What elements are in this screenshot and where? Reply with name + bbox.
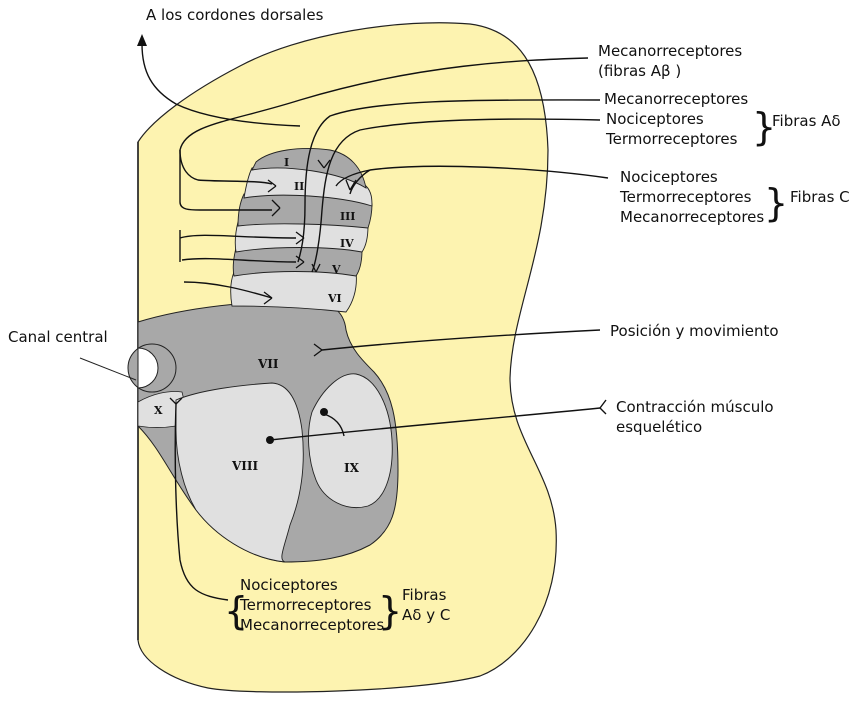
label-adelta-thermo: Termorreceptores: [605, 130, 738, 148]
lamina-viii-label: VIII: [231, 459, 259, 473]
label-bottom-mechano: Mecanorreceptores: [240, 616, 384, 634]
lamina-ix-label: IX: [344, 461, 360, 475]
label-bottom-thermo: Termorreceptores: [239, 596, 372, 614]
label-c-thermo: Termorreceptores: [619, 188, 752, 206]
lamina-vii-label: VII: [257, 357, 279, 371]
label-adelta-noci: Nociceptores: [606, 110, 704, 128]
lamina-ii-label: II: [294, 180, 304, 193]
lamina-v-label: V: [331, 263, 341, 276]
label-central-canal: Canal central: [8, 328, 108, 346]
label-position-movement: Posición y movimiento: [610, 322, 779, 340]
lamina-x-label: X: [154, 404, 163, 417]
lamina-viii-neuron: [266, 436, 274, 444]
lamina-i-label: I: [284, 156, 289, 169]
lamina-ix-neuron: [320, 408, 328, 416]
label-adelta-mechano: Mecanorreceptores: [604, 90, 748, 108]
label-bottom-group-2: Aδ y C: [402, 606, 450, 624]
brace-bottom-right: }: [378, 589, 402, 633]
label-skeletal-contraction-1: Contracción músculo: [616, 398, 774, 416]
label-abeta-1: Mecanorreceptores: [598, 42, 742, 60]
label-skeletal-contraction-2: esquelético: [616, 418, 702, 436]
label-adelta-group: Fibras Aδ: [772, 112, 841, 130]
label-c-group: Fibras C: [790, 188, 850, 206]
brace-c: }: [764, 181, 788, 225]
lamina-iv-label: IV: [340, 237, 354, 250]
lamina-iii-label: III: [340, 210, 355, 223]
label-bottom-group-1: Fibras: [402, 586, 447, 604]
lamina-vi-label: VI: [327, 292, 342, 305]
label-c-mechano: Mecanorreceptores: [620, 208, 764, 226]
label-dorsal-columns: A los cordones dorsales: [146, 6, 324, 24]
dorsal-column-arrowhead: [137, 34, 147, 46]
label-bottom-noci: Nociceptores: [240, 576, 338, 594]
label-abeta-2: (fibras Aβ ): [598, 62, 681, 80]
label-c-noci: Nociceptores: [620, 168, 718, 186]
